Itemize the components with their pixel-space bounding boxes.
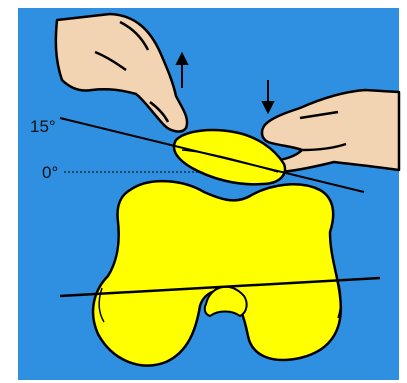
angle-label-15: 15° [30,117,56,136]
angle-label-0: 0° [42,163,58,182]
